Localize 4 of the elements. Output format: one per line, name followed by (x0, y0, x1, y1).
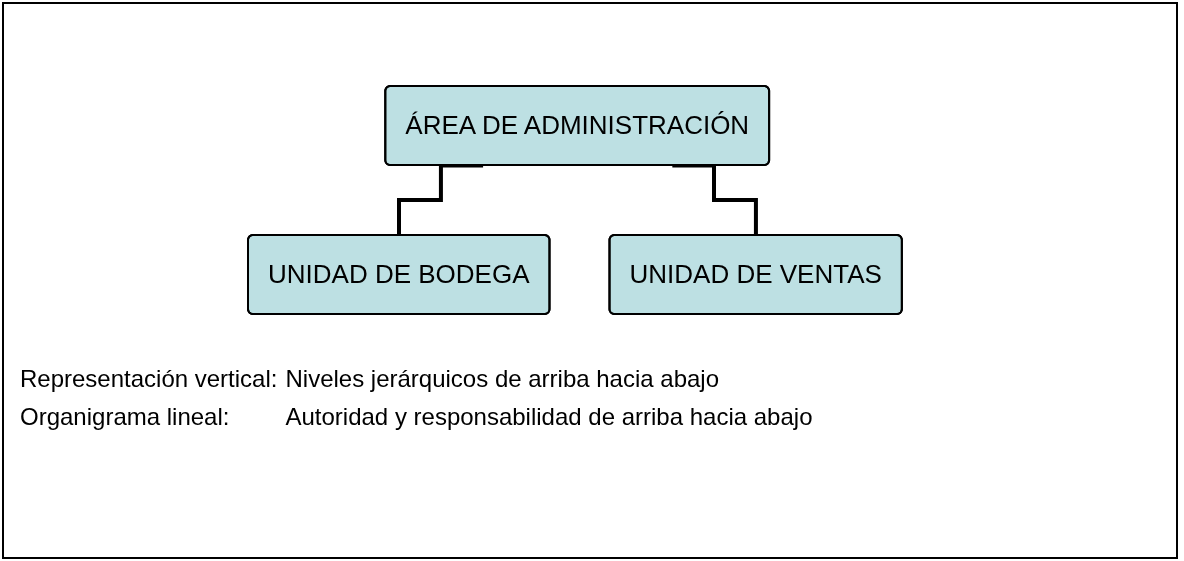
term-label: Organigrama lineal: (20, 403, 231, 431)
term-label: Representación vertical: (20, 365, 278, 393)
definition-text: Niveles jerárquicos de arriba hacia abajo (285, 365, 721, 393)
definition-text: Autoridad y responsabilidad de arriba hacia abajo (285, 403, 813, 431)
